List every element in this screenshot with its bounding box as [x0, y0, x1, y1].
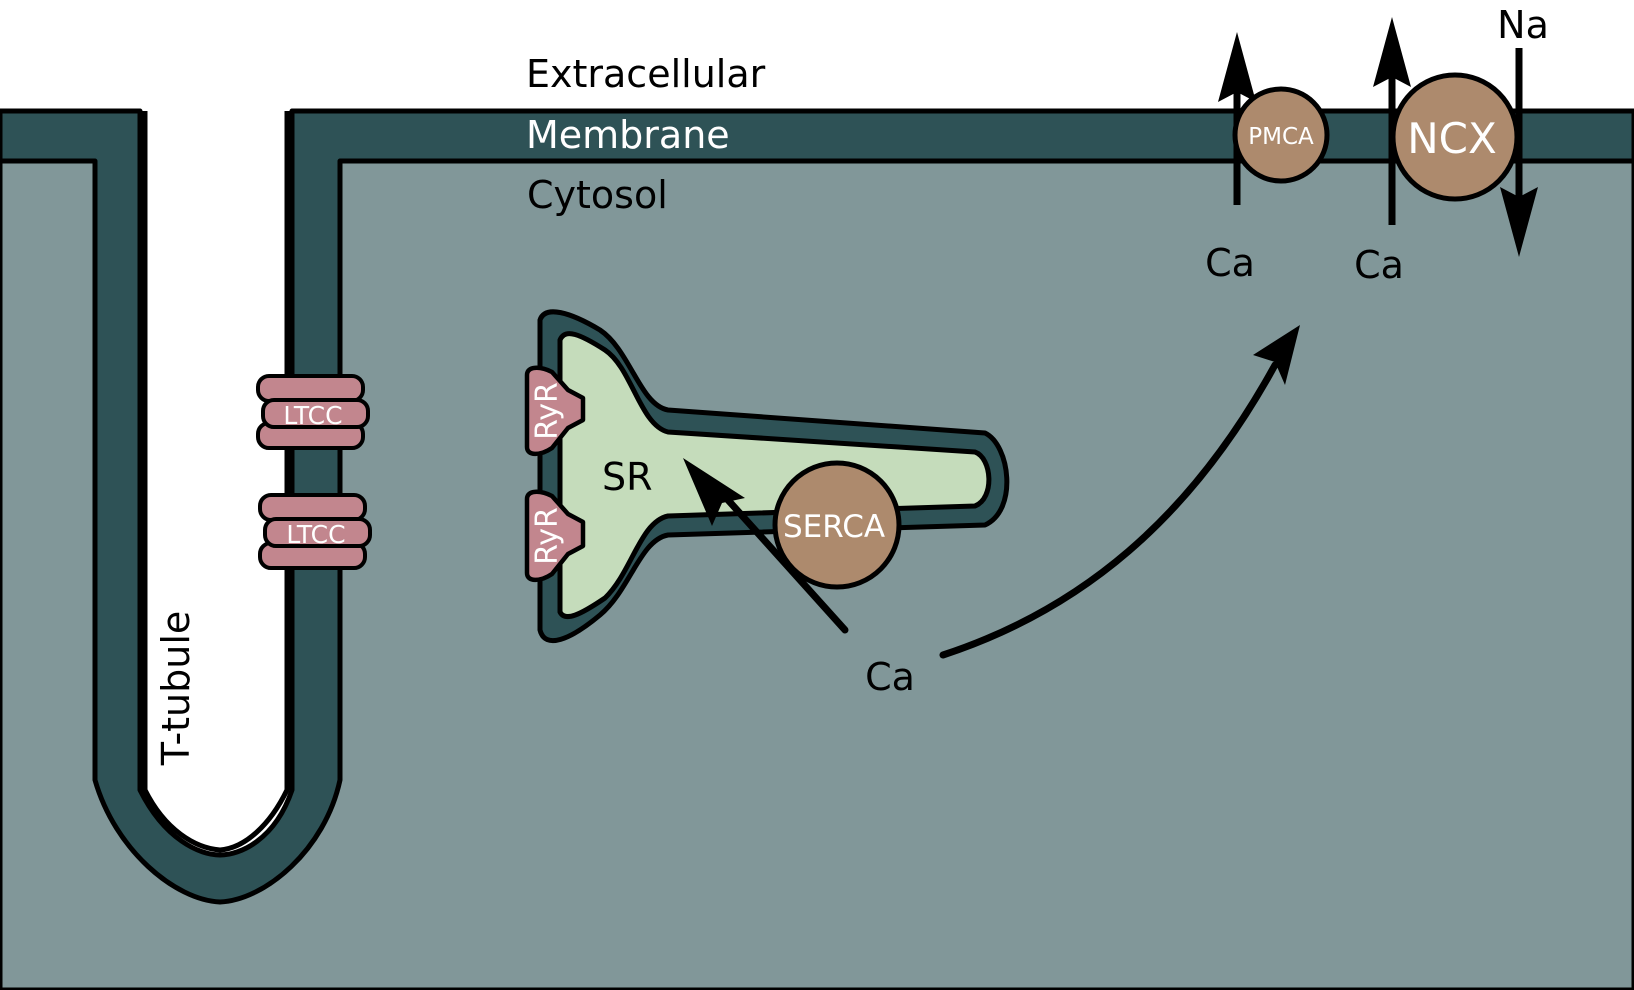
- ca-ncx-label: Ca: [1354, 243, 1404, 287]
- pmca-transporter: PMCA: [1218, 32, 1330, 205]
- ltcc-channel-1: LTCC: [256, 374, 370, 450]
- t-tubule-inner-outline: [142, 111, 290, 853]
- pmca-label: PMCA: [1248, 124, 1314, 150]
- membrane-label: Membrane: [526, 113, 730, 157]
- extracellular-label: Extracellular: [526, 52, 766, 96]
- ryr-label-2: RyR: [530, 507, 565, 565]
- ca-pmca-label: Ca: [1205, 241, 1255, 285]
- ca-cytosol-label: Ca: [865, 655, 915, 699]
- arrow-ca-to-pmca-ncx: [939, 325, 1300, 659]
- sr-label: SR: [602, 455, 653, 499]
- cytosol-label: Cytosol: [527, 173, 668, 217]
- t-tubule-label: T-tubule: [154, 611, 198, 767]
- ryr-channel-1: RyR: [524, 365, 586, 457]
- ryr-channel-2: RyR: [524, 489, 586, 583]
- ryr-label-1: RyR: [530, 382, 565, 440]
- ltcc-channel-2: LTCC: [258, 493, 372, 570]
- serca-label: SERCA: [783, 509, 885, 545]
- sr-lumen: [557, 331, 992, 619]
- na-label: Na: [1497, 3, 1549, 47]
- ltcc-label-1: LTCC: [283, 401, 342, 430]
- serca-pump: SERCA: [772, 460, 902, 590]
- arrow-ca-to-sr: [683, 458, 849, 634]
- ncx-label: NCX: [1407, 114, 1497, 163]
- ltcc-label-2: LTCC: [286, 520, 345, 549]
- ncx-exchanger: NCX: [1373, 17, 1538, 257]
- t-tubule-lumen: [145, 114, 287, 850]
